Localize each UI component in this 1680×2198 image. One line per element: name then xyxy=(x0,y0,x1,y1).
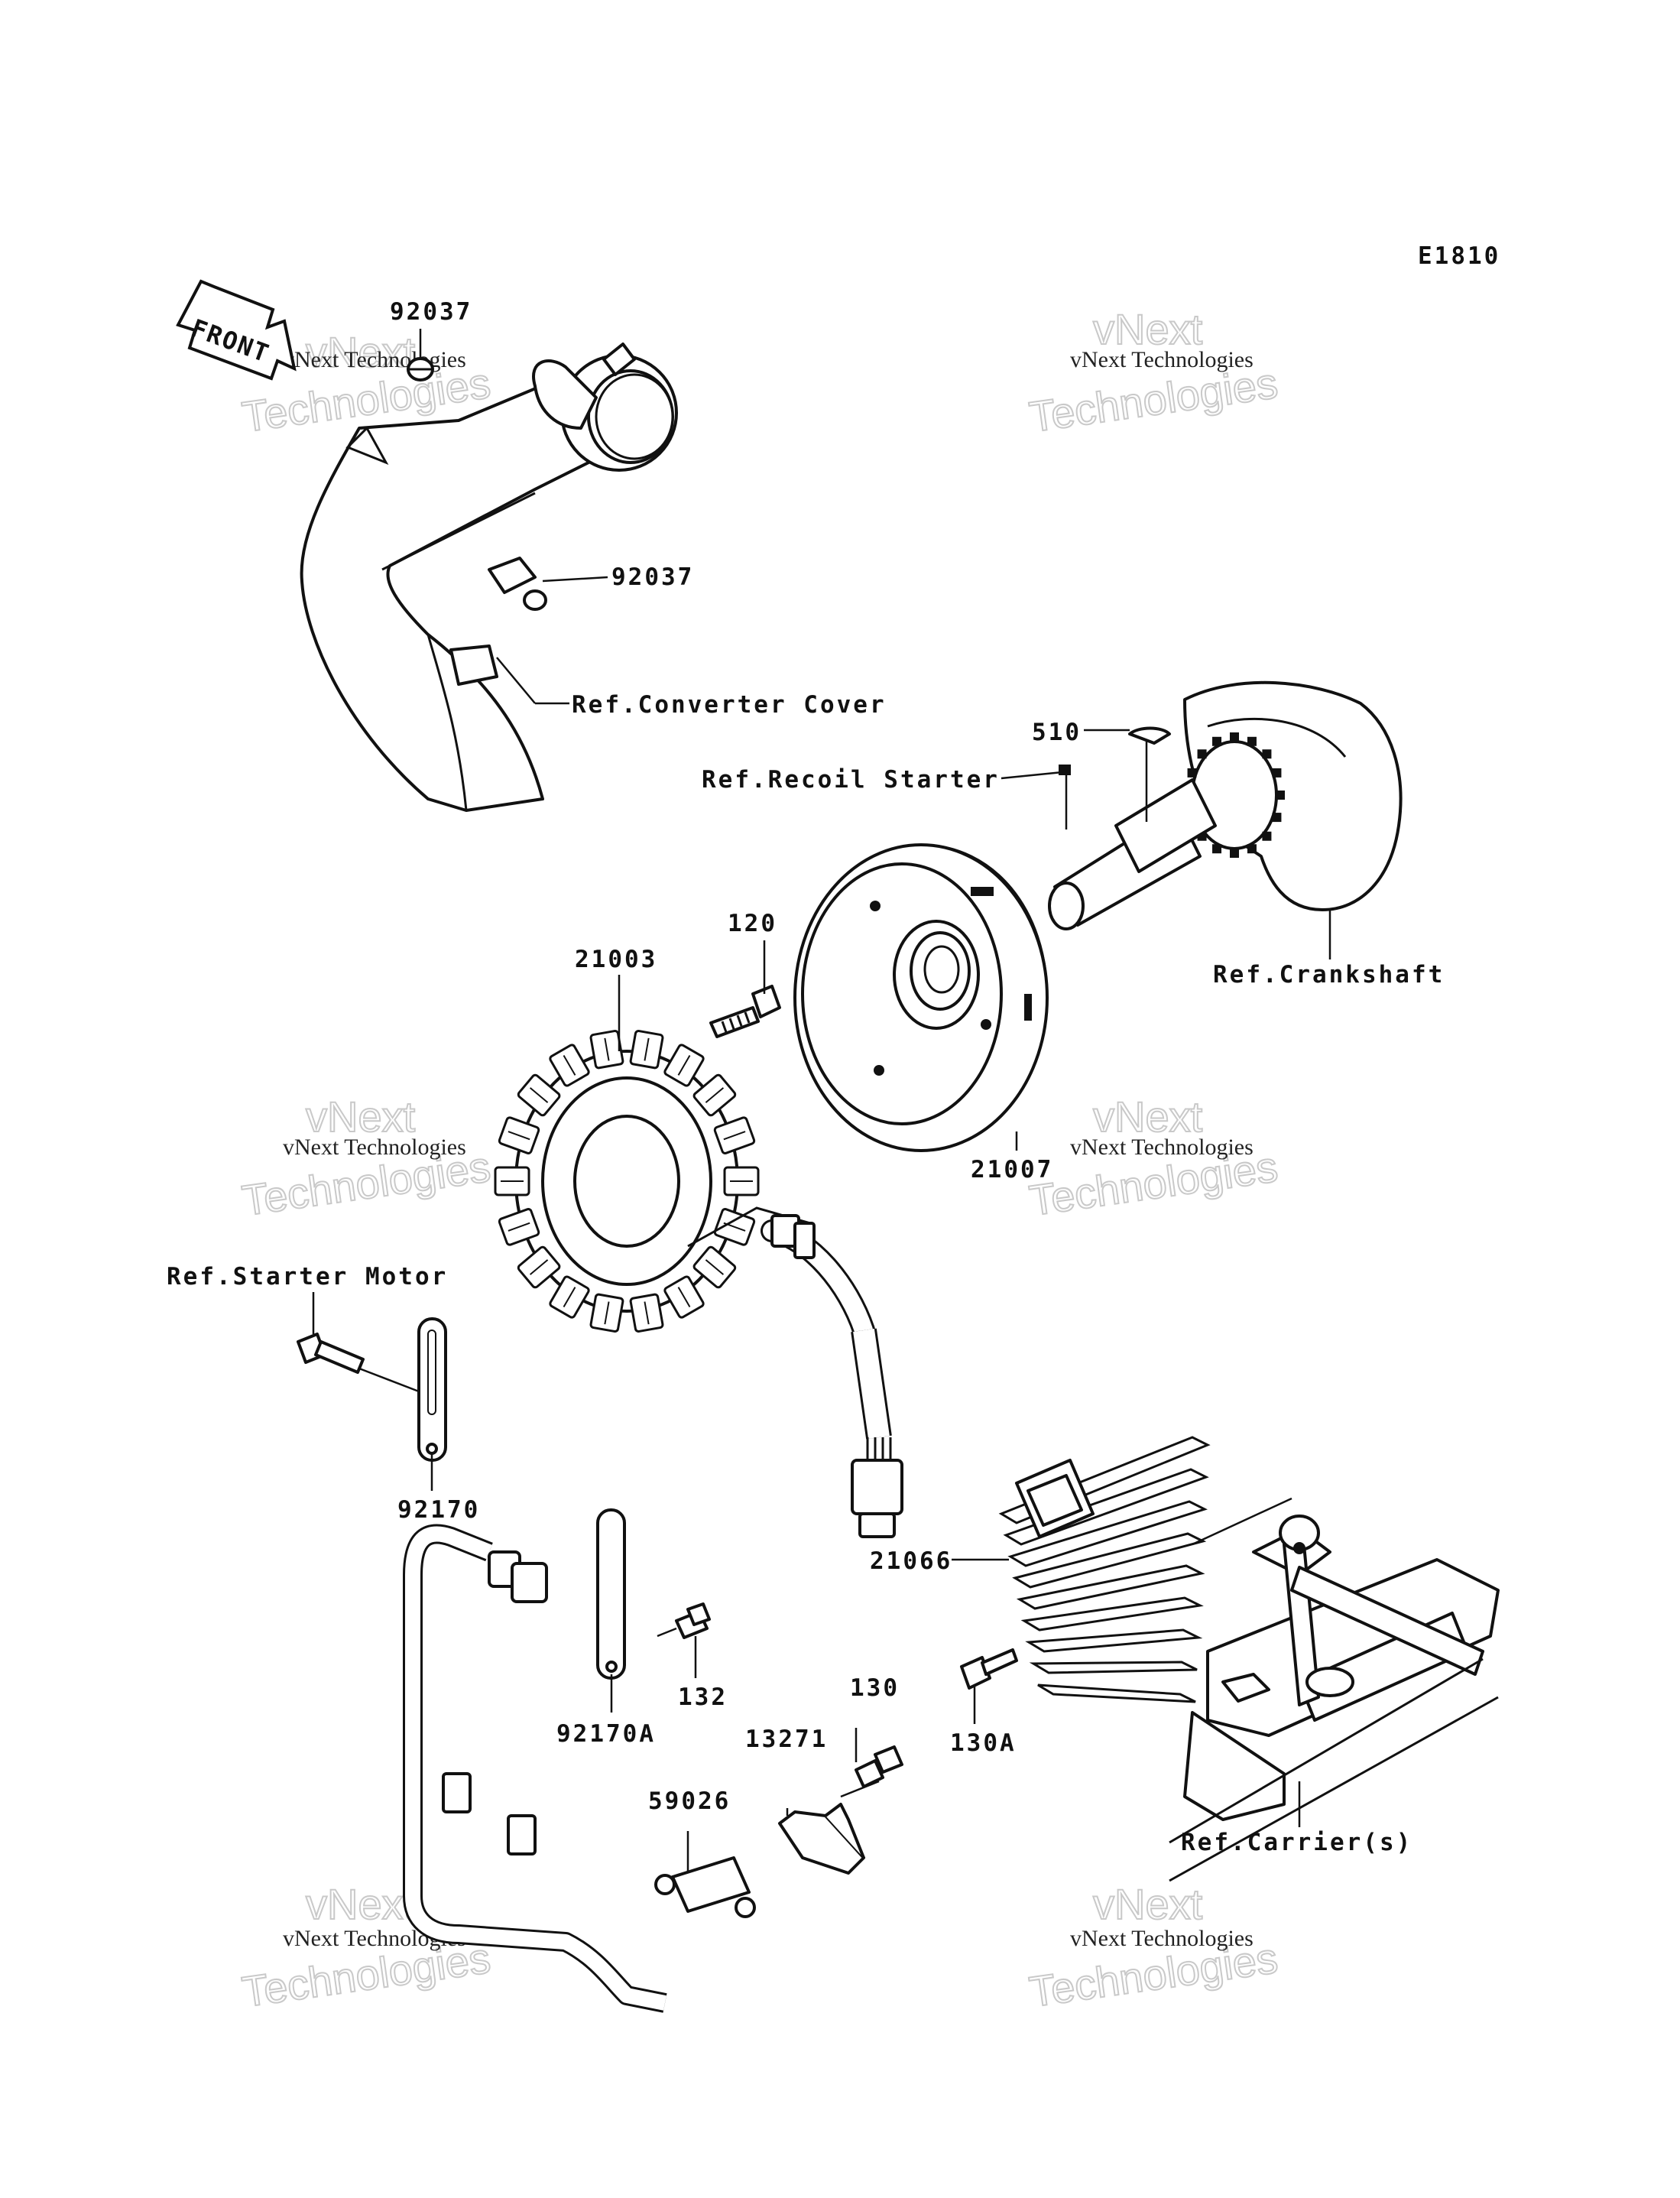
gear-tooth xyxy=(1230,849,1239,858)
part-labels: 92037 92037 Ref.Converter Cover 510 Ref.… xyxy=(167,298,1445,1856)
stator-tooth-line xyxy=(705,1087,725,1103)
regulator-fin xyxy=(1025,1628,1203,1653)
label-130a: 130A xyxy=(950,1729,1017,1757)
watermark-mid-right: vNext Technologies vNext Technologies xyxy=(1026,1092,1281,1226)
converter-duct xyxy=(300,343,678,812)
stator-tooth-line xyxy=(529,1087,549,1103)
gear-tooth xyxy=(1247,736,1257,746)
watermark-bottom-right: vNext Technologies vNext Technologies xyxy=(1026,1879,1281,2017)
gear-tooth xyxy=(1212,844,1222,854)
svg-text:vNext: vNext xyxy=(1093,1880,1203,1928)
label-13271: 13271 xyxy=(745,1726,828,1753)
gear-tooth xyxy=(1262,749,1272,759)
flywheel-21007 xyxy=(793,843,1049,1152)
label-510: 510 xyxy=(1032,719,1082,746)
gear-tooth xyxy=(1262,831,1272,841)
label-ref-converter-cover: Ref.Converter Cover xyxy=(572,691,887,719)
stator-tooth-line xyxy=(644,1037,650,1061)
svg-text:vNext Technologies: vNext Technologies xyxy=(283,347,466,372)
leader-lines xyxy=(312,329,1331,1873)
regulator-fin xyxy=(1007,1500,1208,1567)
bolt-130 xyxy=(855,1745,903,1788)
stator-tooth-line xyxy=(705,1259,725,1275)
clamp-92037-mid xyxy=(488,557,547,611)
stator-tooth-line xyxy=(677,1287,691,1308)
gear-tooth xyxy=(1197,749,1207,759)
diagram-code: E1810 xyxy=(1418,242,1500,270)
clamp-92037-top xyxy=(407,357,434,381)
gear-tooth xyxy=(1212,736,1222,746)
crankshaft xyxy=(1048,680,1403,930)
stator-tooth-line xyxy=(508,1222,530,1232)
bolt-120 xyxy=(709,985,781,1038)
stator-tooth-line xyxy=(677,1054,691,1076)
label-21007: 21007 xyxy=(971,1156,1053,1183)
front-arrow-icon: FRONT xyxy=(176,279,297,381)
svg-text:vNext: vNext xyxy=(306,1880,416,1928)
stator-tooth-line xyxy=(604,1037,610,1061)
label-ref-starter-motor: Ref.Starter Motor xyxy=(167,1263,448,1291)
label-ref-crankshaft: Ref.Crankshaft xyxy=(1213,961,1445,989)
stator-tooth-line xyxy=(604,1301,610,1325)
label-21003: 21003 xyxy=(575,946,657,973)
gear-tooth xyxy=(1230,732,1239,742)
regulator-fin xyxy=(1037,1683,1196,1703)
wiring-harness xyxy=(403,1524,667,2013)
label-130: 130 xyxy=(850,1674,900,1702)
label-92037-mid: 92037 xyxy=(611,563,694,591)
stator-tooth-line xyxy=(723,1131,746,1141)
label-92037-top: 92037 xyxy=(390,298,472,326)
label-ref-carriers: Ref.Carrier(s) xyxy=(1181,1829,1412,1856)
regulator-21066 xyxy=(998,1436,1211,1703)
watermark-mid-left: vNext Technologies vNext Technologies xyxy=(238,1092,494,1226)
svg-text:vNext Technologies: vNext Technologies xyxy=(1070,1135,1254,1160)
regulator-fin xyxy=(1012,1532,1207,1589)
svg-text:vNext: vNext xyxy=(306,328,416,376)
key-510 xyxy=(1128,726,1171,745)
bolt-130a xyxy=(960,1648,1018,1690)
svg-text:vNext Technologies: vNext Technologies xyxy=(283,1135,466,1160)
watermark-bottom-left: vNext Technologies vNext Technologies xyxy=(238,1879,494,2017)
label-132: 132 xyxy=(678,1683,728,1711)
stator-tooth-line xyxy=(563,1054,576,1076)
regulator-fin xyxy=(1016,1564,1205,1610)
watermark-top-right: vNext Technologies vNext Technologies xyxy=(1026,304,1281,442)
strap-92170a xyxy=(596,1508,626,1680)
svg-text:vNext Technologies: vNext Technologies xyxy=(1070,347,1254,372)
label-120: 120 xyxy=(728,910,777,937)
svg-text:vNext: vNext xyxy=(1093,305,1203,353)
label-ref-recoil-starter: Ref.Recoil Starter xyxy=(702,766,1000,794)
gear-tooth xyxy=(1276,791,1285,800)
regulator-fin xyxy=(1029,1661,1198,1674)
stator-tooth-line xyxy=(529,1259,549,1275)
gear-tooth xyxy=(1272,813,1282,823)
recoil-starter-pin xyxy=(1059,765,1071,775)
svg-text:vNext: vNext xyxy=(1093,1093,1203,1141)
sensor-59026 xyxy=(654,1856,756,1918)
stator-tooth-line xyxy=(563,1287,576,1308)
label-92170a: 92170A xyxy=(556,1720,656,1748)
stator-21003 xyxy=(494,1030,811,1333)
strap-92170 xyxy=(417,1317,447,1462)
svg-text:vNext: vNext xyxy=(306,1093,416,1141)
label-92170: 92170 xyxy=(397,1496,480,1524)
carrier-frame xyxy=(1169,1515,1500,1882)
gear-tooth xyxy=(1247,844,1257,854)
gear-tooth xyxy=(1187,768,1197,778)
stator-cable xyxy=(761,1214,903,1538)
bracket-13271 xyxy=(778,1803,865,1875)
label-59026: 59026 xyxy=(648,1787,731,1815)
gear-tooth xyxy=(1272,768,1282,778)
bolt-132 xyxy=(675,1602,711,1639)
stator-tooth-line xyxy=(508,1131,530,1141)
svg-text:vNext Technologies: vNext Technologies xyxy=(1070,1926,1254,1951)
stator-tooth-line xyxy=(644,1301,650,1325)
label-21066: 21066 xyxy=(870,1547,952,1575)
starter-motor-bolt xyxy=(297,1333,365,1374)
regulator-fin xyxy=(1020,1596,1204,1631)
